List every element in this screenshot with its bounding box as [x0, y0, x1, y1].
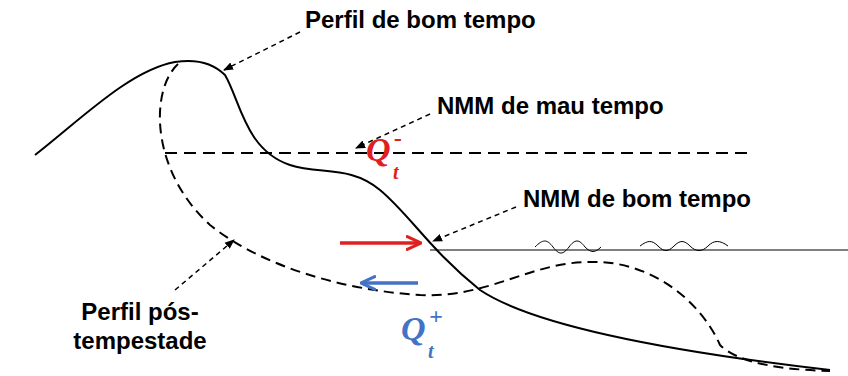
- transport-symbol: Q: [401, 312, 426, 346]
- waves: [535, 241, 728, 253]
- transport-subscript: t: [428, 341, 434, 361]
- storm-sea-level: [165, 152, 752, 154]
- offshore-transport-arrow: [362, 281, 418, 285]
- sea-level-label: NMM de mau tempo: [437, 92, 664, 121]
- post-storm-profile: [160, 64, 830, 371]
- onshore-transport-arrow: [340, 241, 420, 245]
- leader-line: [175, 240, 234, 290]
- sea-level-label: NMM de bom tempo: [523, 185, 751, 214]
- profile-label: Perfil de bom tempo: [305, 6, 536, 35]
- leader-line: [433, 207, 516, 241]
- transport-superscript: +: [429, 304, 443, 328]
- profile-label: Perfil pós-tempestade: [50, 298, 230, 356]
- leader-line: [224, 32, 300, 70]
- fair-weather-profile: [35, 61, 830, 370]
- fair-sea-level: [430, 250, 848, 251]
- transport-subscript: t: [393, 162, 399, 182]
- transport-superscript: -: [394, 126, 402, 150]
- transport-symbol: Q: [366, 133, 391, 167]
